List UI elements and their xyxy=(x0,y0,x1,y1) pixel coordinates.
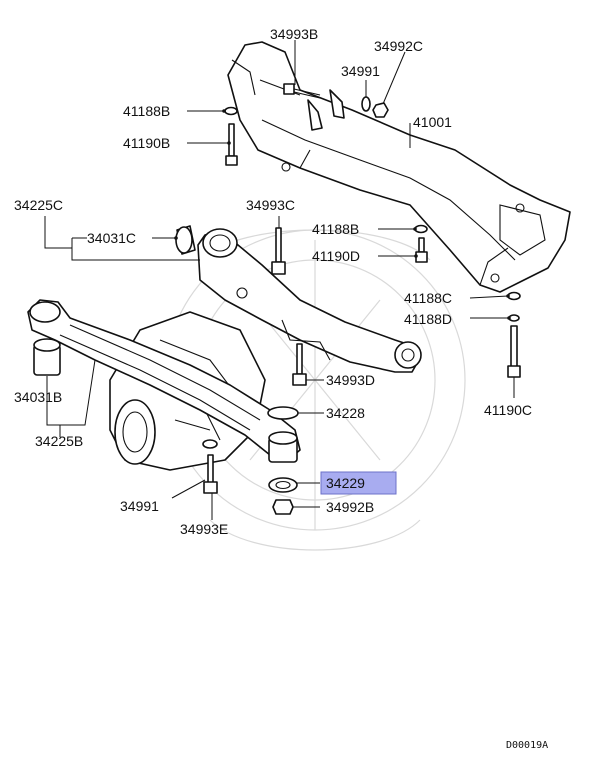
bolt-34993D xyxy=(292,343,307,386)
label-34031B[interactable]: 34031B xyxy=(14,389,62,405)
mount-bushing xyxy=(268,431,298,463)
label-34228[interactable]: 34228 xyxy=(326,405,365,421)
drawing-code: D00019A xyxy=(506,740,548,751)
bolt-41190C xyxy=(507,325,521,378)
label-34993D[interactable]: 34993D xyxy=(326,372,375,388)
highlight-box-34229 xyxy=(320,471,397,495)
label-34991-top[interactable]: 34991 xyxy=(341,63,380,79)
label-41190C[interactable]: 41190C xyxy=(484,402,532,418)
mount-34229 xyxy=(268,477,298,493)
label-34031C[interactable]: 34031C xyxy=(87,230,136,246)
bolt-41190B xyxy=(225,123,238,166)
nut-34992C xyxy=(372,102,389,118)
label-34229[interactable]: 34229 xyxy=(326,475,365,491)
label-34992B[interactable]: 34992B xyxy=(326,499,374,515)
bushing-34031C xyxy=(175,225,196,255)
bolt-34993E xyxy=(203,454,218,494)
bolt-41190D xyxy=(415,237,428,263)
label-41188B-right[interactable]: 41188B xyxy=(312,221,359,237)
bolt-34993B xyxy=(283,83,321,99)
label-34225C[interactable]: 34225C xyxy=(14,197,63,213)
mount-34228 xyxy=(267,406,299,420)
washer-34991-top xyxy=(361,96,371,112)
bolt-34993C xyxy=(271,227,286,275)
label-34993C[interactable]: 34993C xyxy=(246,197,295,213)
label-34225B[interactable]: 34225B xyxy=(35,433,83,449)
label-34991-bottom[interactable]: 34991 xyxy=(120,498,159,514)
label-41188B-top[interactable]: 41188B xyxy=(123,103,170,119)
part-labels: 34993B 34992C 34991 41188B 41001 41190B … xyxy=(14,26,548,751)
washer-34991-bottom xyxy=(202,439,218,449)
label-41188D[interactable]: 41188D xyxy=(404,311,452,327)
leader-dots xyxy=(174,109,511,320)
nut-34992B xyxy=(272,499,294,515)
label-34993E[interactable]: 34993E xyxy=(180,521,228,537)
label-34993B[interactable]: 34993B xyxy=(270,26,318,42)
label-34992C[interactable]: 34992C xyxy=(374,38,423,54)
leader-lines xyxy=(44,40,515,520)
washer-41188B-top xyxy=(224,106,238,116)
label-41190B[interactable]: 41190B xyxy=(123,135,170,151)
label-41190D[interactable]: 41190D xyxy=(312,248,360,264)
label-41188C[interactable]: 41188C xyxy=(404,290,452,306)
label-41001[interactable]: 41001 xyxy=(413,114,452,130)
bushing-34031B xyxy=(33,338,61,376)
member-34225C xyxy=(197,228,422,373)
